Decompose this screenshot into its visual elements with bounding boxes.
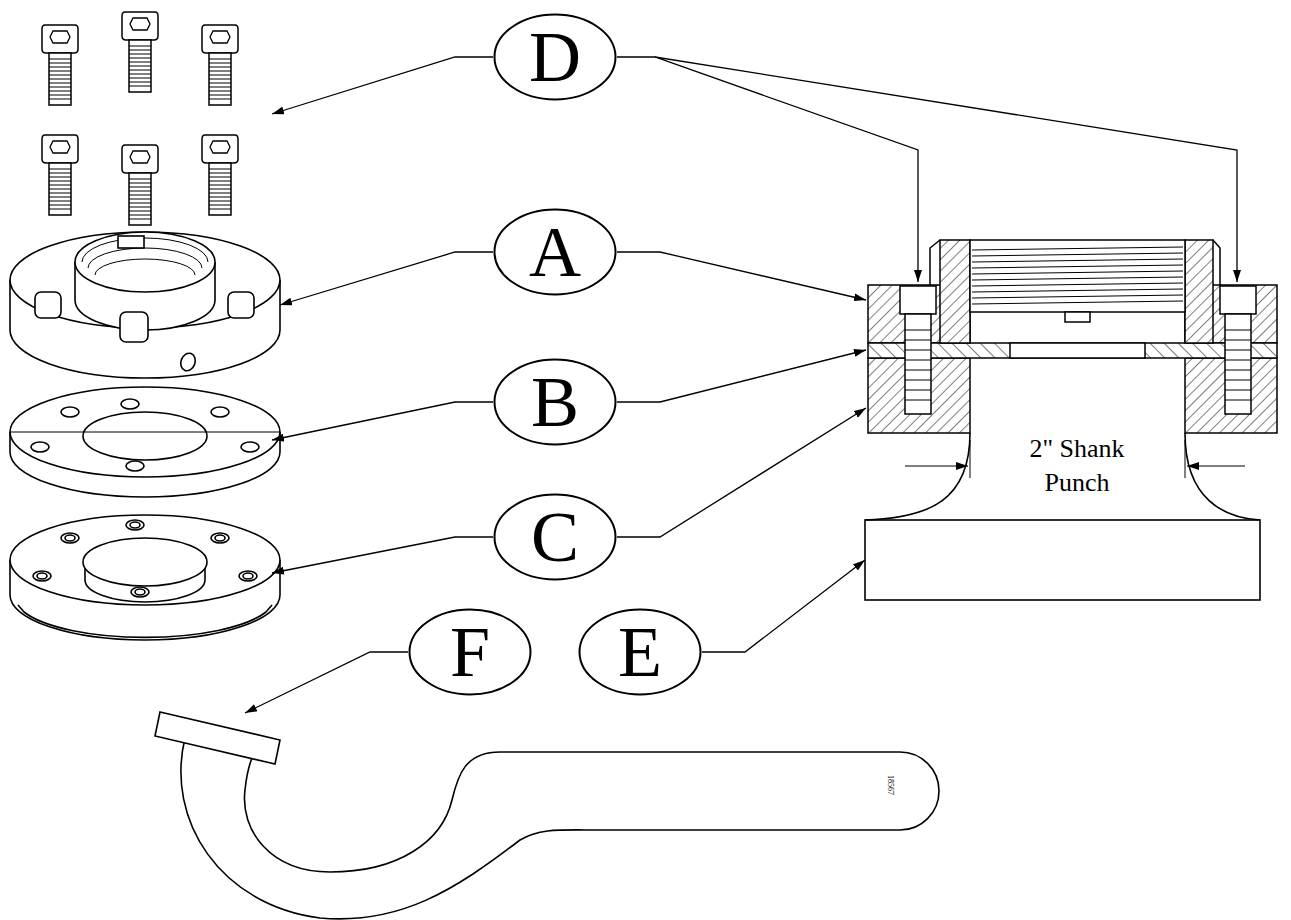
callout-letter: D — [529, 21, 581, 93]
callout-letter: C — [531, 501, 579, 573]
callout-letter: A — [529, 216, 581, 288]
callout-letter: E — [618, 616, 662, 688]
part-number: 18567 — [885, 775, 895, 795]
callout-circle: C — [493, 493, 617, 581]
callout-circle: E — [578, 608, 702, 696]
callout-circle: B — [493, 358, 617, 446]
circle-shape — [495, 210, 616, 295]
callout-circle: A — [493, 208, 617, 296]
circle-shape — [410, 610, 531, 695]
callout-letter: F — [450, 616, 490, 688]
dimension-label: 2" Shank Punch — [1002, 432, 1152, 500]
callout-letter: B — [531, 366, 579, 438]
callout-circle: F — [408, 608, 532, 696]
circle-shape — [580, 610, 701, 695]
circle-shape — [495, 360, 616, 445]
circle-shape — [495, 15, 616, 100]
callout-circle: D — [493, 13, 617, 101]
circle-shape — [495, 495, 616, 580]
